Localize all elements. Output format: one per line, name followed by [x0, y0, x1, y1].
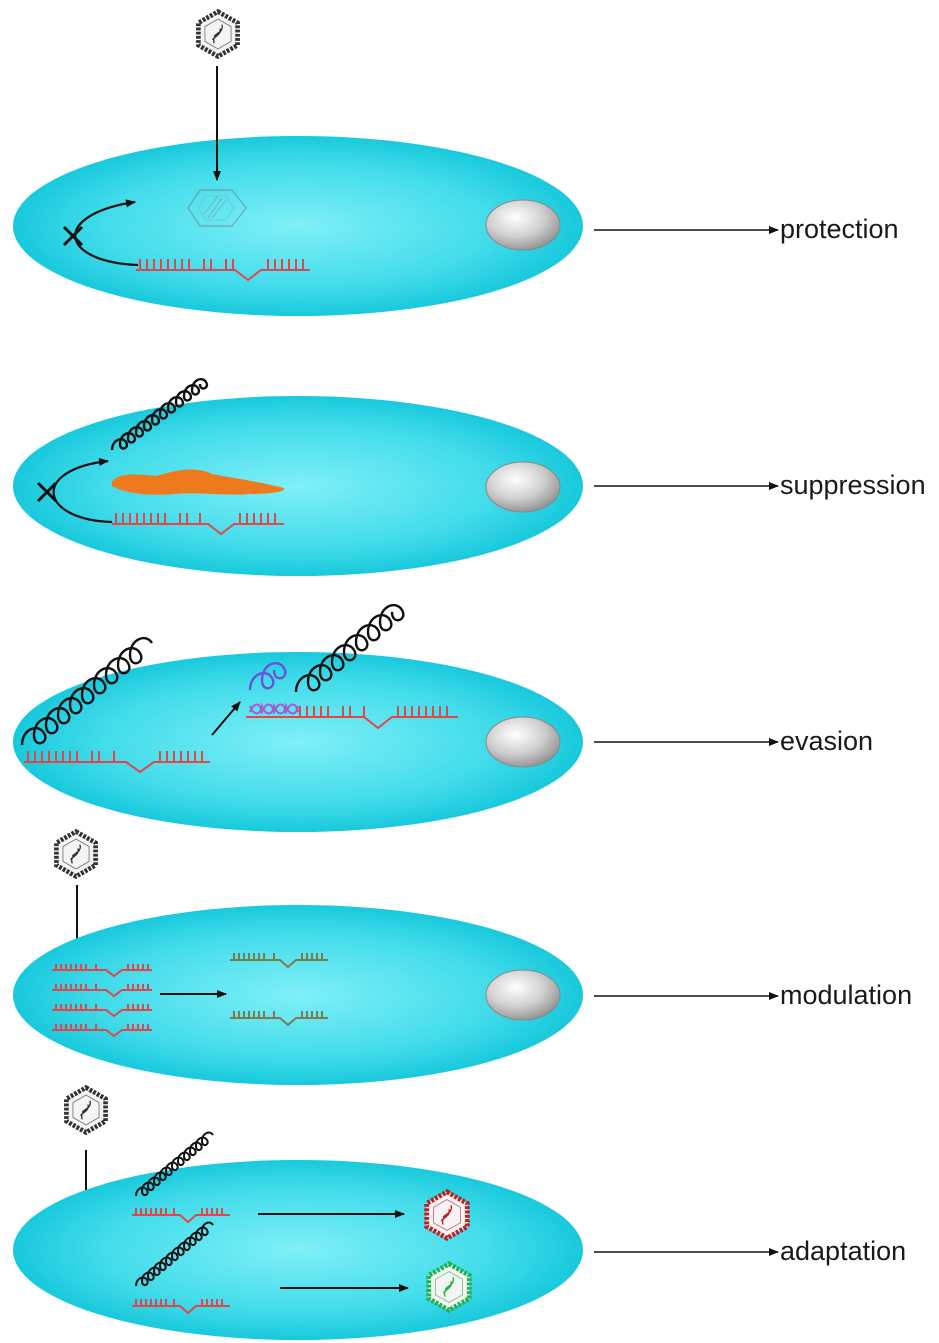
nucleoid [486, 462, 560, 512]
panel-suppression: suppression [13, 379, 926, 576]
panel-evasion: evasion [13, 605, 873, 832]
nucleoid [486, 970, 560, 1020]
phage-icon [56, 832, 95, 877]
label-adaptation: adaptation [780, 1236, 906, 1266]
label-modulation: modulation [780, 980, 912, 1010]
nucleoid [486, 200, 560, 250]
panel-modulation: modulation [13, 832, 912, 1085]
label-protection: protection [780, 214, 899, 244]
panel-adaptation: adaptation [13, 1088, 906, 1340]
nucleoid [486, 717, 560, 767]
phage-icon [198, 12, 237, 57]
label-suppression: suppression [780, 470, 926, 500]
phage-icon [66, 1088, 105, 1133]
label-evasion: evasion [780, 726, 873, 756]
panel-protection: protection [13, 12, 899, 316]
cell [13, 1160, 583, 1340]
